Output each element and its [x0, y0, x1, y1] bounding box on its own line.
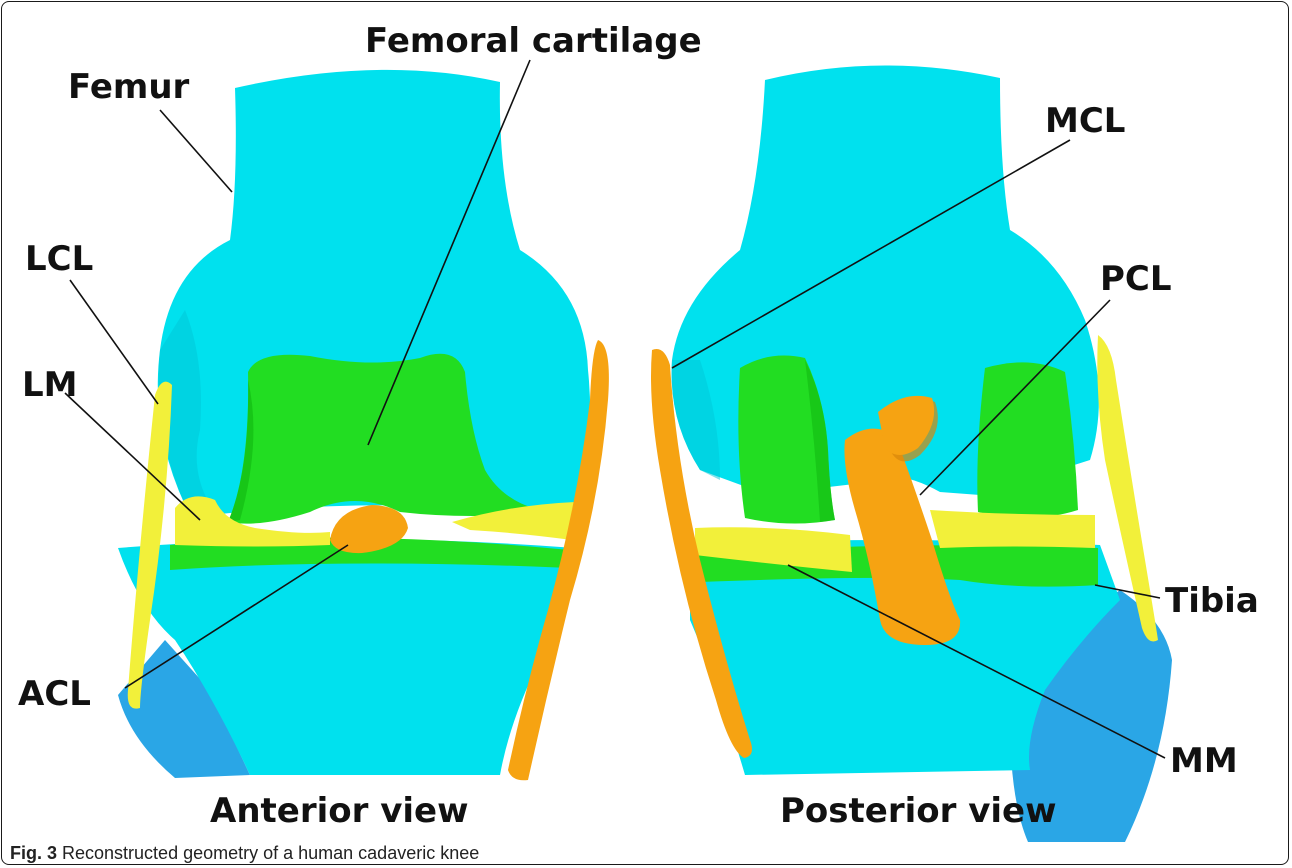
posterior-knee: [651, 65, 1172, 842]
label-femur: Femur: [68, 67, 190, 107]
posterior-lateral-meniscus: [930, 510, 1095, 548]
label-lcl: LCL: [25, 239, 93, 279]
posterior-medial-condyle-cartilage: [977, 362, 1078, 518]
label-acl: ACL: [18, 674, 91, 714]
label-anterior-view: Anterior view: [210, 791, 469, 831]
caption-text: Reconstructed geometry of a human cadave…: [57, 843, 479, 863]
label-mm: MM: [1170, 741, 1238, 781]
label-tibia: Tibia: [1165, 581, 1259, 621]
leader-femur: [160, 110, 232, 192]
caption-prefix: Fig. 3: [10, 843, 57, 863]
label-mcl: MCL: [1045, 101, 1125, 141]
label-femoral-cartilage: Femoral cartilage: [365, 21, 702, 61]
label-pcl: PCL: [1100, 259, 1172, 299]
leader-lcl: [70, 280, 158, 404]
label-lm: LM: [22, 365, 78, 405]
label-posterior-view: Posterior view: [780, 791, 1057, 831]
anterior-knee: [118, 70, 609, 780]
figure-caption: Fig. 3 Reconstructed geometry of a human…: [10, 843, 479, 864]
